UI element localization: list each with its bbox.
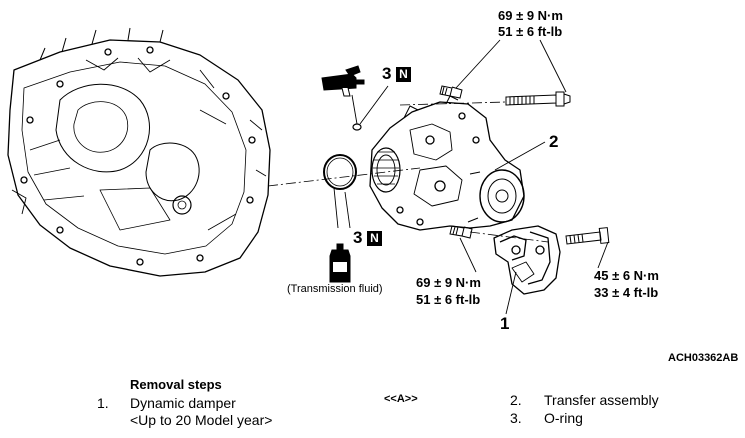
torque-mid-ftlb: 51 ± 6 ft-lb — [416, 292, 481, 307]
torque-mid-nm: 69 ± 9 N·m — [416, 275, 481, 290]
torque-top-nm: 69 ± 9 N·m — [498, 8, 563, 23]
service-mark-number: 3 — [382, 64, 392, 83]
new-part-badge: N — [367, 231, 382, 246]
fluid-label: (Transmission fluid) — [287, 283, 383, 295]
fluid-bottle-icon — [329, 243, 351, 283]
torque-right-ftlb: 33 ± 4 ft-lb — [594, 285, 659, 300]
grease-gun-icon — [321, 65, 365, 97]
step-text: O-ring — [544, 410, 583, 426]
short-bolt-top — [439, 85, 463, 99]
long-bolt-right — [565, 227, 610, 245]
step-number: 3. — [510, 410, 522, 426]
long-bolt-top — [505, 91, 571, 107]
figure-code: ACH03362AB — [668, 352, 739, 364]
torque-top-ftlb: 51 ± 6 ft-lb — [498, 24, 563, 39]
step-note: <Up to 20 Model year> — [130, 412, 273, 428]
callout-1: 1 — [500, 314, 510, 333]
step-number: 1. — [97, 395, 109, 411]
new-part-badge: N — [396, 67, 411, 82]
step-number: 2. — [510, 392, 522, 408]
step-text: Transfer assembly — [544, 392, 659, 408]
callout-2: 2 — [549, 132, 559, 151]
dynamic-damper — [493, 225, 561, 295]
removal-steps-heading: Removal steps — [130, 377, 222, 392]
torque-right-nm: 45 ± 6 N·m — [594, 268, 659, 283]
step-reference-mark: <<A>> — [384, 393, 418, 405]
o-ring-part — [323, 154, 357, 190]
bolt-axis-line-lower — [469, 231, 549, 243]
leader-lines — [333, 39, 609, 315]
service-mark-number: 3 — [353, 228, 363, 247]
short-bolt-mid — [449, 225, 473, 239]
transfer-assembly — [369, 95, 525, 231]
small-o-ring-part — [352, 123, 362, 131]
step-text: Dynamic damper — [130, 395, 236, 411]
transmission-case — [7, 27, 271, 277]
